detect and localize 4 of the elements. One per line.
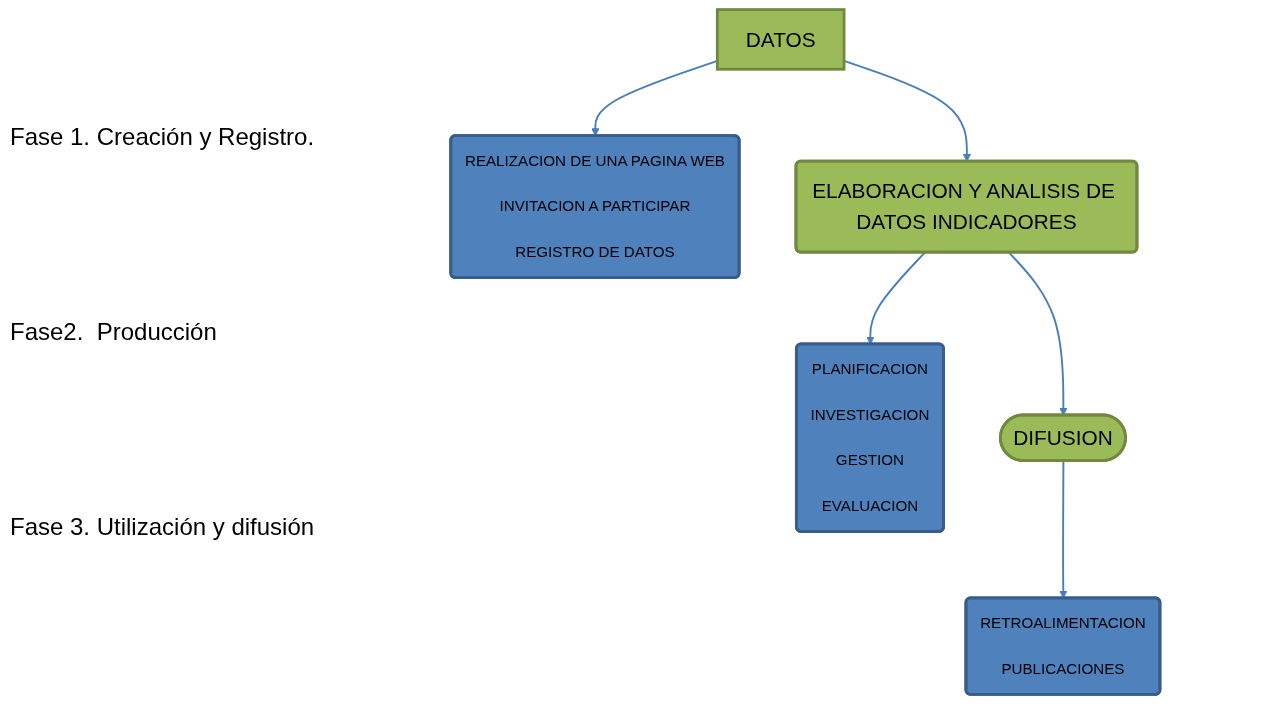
phase-label: Fase 1. Creación y Registro.: [10, 123, 316, 152]
phase-label: Fase 3. Utilización y difusión: [10, 512, 316, 541]
phase-label: Fase2. Producción: [10, 318, 218, 346]
node-box: DATOS: [715, 8, 846, 71]
